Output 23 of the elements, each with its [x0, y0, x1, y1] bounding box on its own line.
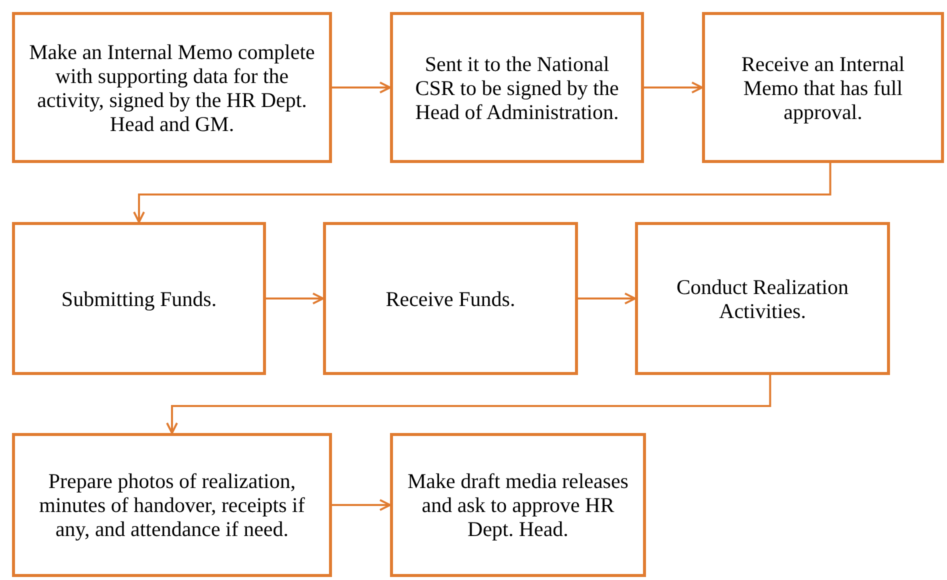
process-box [323, 222, 578, 375]
process-box [702, 12, 944, 163]
process-box [12, 12, 332, 163]
arrow [644, 82, 703, 94]
process-box [390, 12, 644, 163]
step-text: Make an Internal Memo complete with supporting data for the activity, signed by the HR Dept. Head and GM. [28, 40, 316, 136]
arrow [133, 163, 832, 223]
arrow [166, 375, 772, 434]
step-text: Make draft media releases and ask to approve HR Dept. Head. [406, 469, 630, 541]
arrow [266, 292, 324, 304]
arrow [578, 292, 636, 304]
step-text: Prepare photos of realization, minutes of handover, receipts if any, and attendance if need. [38, 469, 306, 541]
process-box [12, 433, 332, 577]
step-text: Sent it to the National CSR to be signed by the Head of Administration. [414, 52, 620, 124]
step-text: Receive Funds. [386, 286, 516, 310]
process-box [635, 222, 890, 375]
step-text: Submitting Funds. [61, 286, 217, 310]
step-text: Receive an Internal Memo that has full approval. [740, 52, 906, 124]
process-box [390, 433, 646, 577]
process-box [12, 222, 266, 375]
arrow [332, 499, 391, 511]
step-text: Conduct Realization Activities. [675, 274, 850, 322]
arrow [332, 82, 391, 94]
